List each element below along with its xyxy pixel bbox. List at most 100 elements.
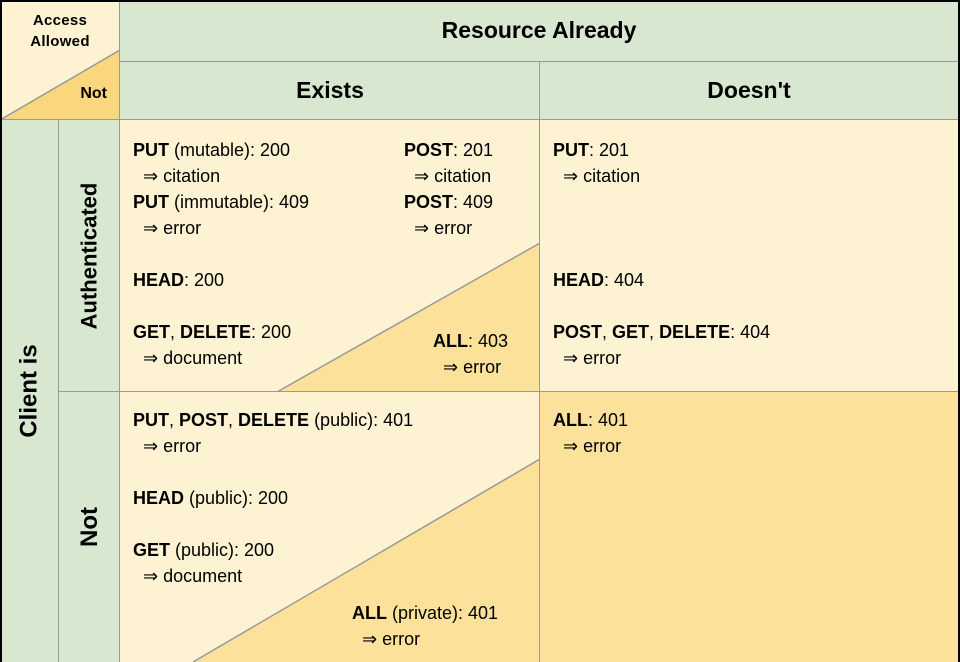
method-name: PUT [133, 192, 169, 212]
outer-border [958, 0, 960, 662]
corner-cell: Access Allowed Not [0, 0, 120, 120]
method-name: PUT [133, 140, 169, 160]
outer-border [0, 0, 960, 2]
text-line: ⇒ error [133, 433, 413, 459]
text-segment: ⇒ citation [553, 166, 641, 186]
text-line: PUT: 201 [553, 137, 770, 163]
method-name: HEAD [553, 270, 605, 290]
method-name: POST [404, 192, 454, 212]
method-name: HEAD [133, 488, 185, 508]
text-line: PUT (immutable): 409 [133, 189, 309, 215]
method-name: ALL [433, 331, 468, 351]
corner-not-label: Not [80, 85, 107, 102]
auth-exists-all-text: ALL: 403 ⇒ error [433, 328, 508, 380]
text-line: HEAD: 200 [133, 267, 309, 293]
text-segment: ⇒ error [553, 348, 622, 368]
text-line: ALL: 403 [433, 328, 508, 354]
text-segment: : 409 [453, 192, 494, 212]
text-line: ⇒ error [553, 345, 770, 371]
outer-border [0, 0, 2, 662]
text-segment: (public): 200 [184, 488, 289, 508]
text-line: ⇒ document [133, 345, 309, 371]
text-segment: ⇒ error [133, 436, 202, 456]
text-line: ⇒ error [404, 215, 493, 241]
row-label-not-text: Not [75, 507, 103, 547]
text-segment: (mutable): 200 [169, 140, 291, 160]
text-segment: (public): 401 [309, 410, 414, 430]
text-line: PUT (mutable): 200 [133, 137, 309, 163]
grid-line [58, 120, 59, 662]
text-segment: , [169, 410, 180, 430]
method-name: POST [179, 410, 229, 430]
text-segment: : 403 [468, 331, 509, 351]
header-resource-already: Resource Already [120, 0, 958, 61]
text-line: ⇒ error [133, 215, 309, 241]
cell-authenticated-doesnt [540, 120, 958, 392]
access-allowed-line1: Access [32, 12, 88, 29]
text-segment: : 404 [604, 270, 645, 290]
text-line: ⇒ citation [553, 163, 770, 189]
text-segment: ⇒ document [133, 566, 243, 586]
not-exists-all-text: ALL (private): 401 ⇒ error [352, 600, 498, 652]
header-doesnt-label: Doesn't [707, 77, 791, 103]
text-line: HEAD: 404 [553, 267, 770, 293]
row-label-client-is-text: Client is [15, 344, 43, 438]
text-line: ⇒ document [133, 563, 413, 589]
cell-not-exists [120, 392, 540, 662]
text-segment: ⇒ error [433, 357, 502, 377]
text-line: ⇒ error [352, 626, 498, 652]
method-name: POST [404, 140, 454, 160]
text-segment: : 404 [730, 322, 771, 342]
text-segment: ⇒ citation [133, 166, 221, 186]
text-line [133, 241, 309, 267]
method-name: GET [133, 322, 171, 342]
text-line [553, 293, 770, 319]
text-segment: ⇒ error [133, 218, 202, 238]
text-line: HEAD (public): 200 [133, 485, 413, 511]
text-line: ⇒ citation [404, 163, 493, 189]
header-exists-label: Exists [296, 77, 364, 103]
text-segment: (public): 200 [170, 540, 275, 560]
row-label-authenticated: Authenticated [59, 120, 120, 392]
text-segment: , [170, 322, 181, 342]
text-line [133, 511, 413, 537]
text-segment: : 200 [251, 322, 292, 342]
text-segment: : 200 [184, 270, 225, 290]
corner-diagonal [0, 49, 120, 120]
text-segment: ⇒ document [133, 348, 243, 368]
method-name: PUT [133, 410, 169, 430]
text-segment: , [228, 410, 239, 430]
text-segment: ⇒ error [352, 629, 421, 649]
text-line: GET (public): 200 [133, 537, 413, 563]
not-doesnt-text: ALL: 401 ⇒ error [553, 407, 628, 459]
text-line: ALL: 401 [553, 407, 628, 433]
method-name: GET [612, 322, 650, 342]
grid-line [539, 61, 540, 662]
text-line [553, 215, 770, 241]
header-resource-already-label: Resource Already [441, 17, 637, 43]
text-segment: : 201 [453, 140, 494, 160]
text-line [553, 189, 770, 215]
access-allowed-label: Access Allowed [0, 10, 120, 52]
method-name: POST [553, 322, 603, 342]
text-line: POST: 201 [404, 137, 493, 163]
text-line: ⇒ error [553, 433, 628, 459]
row-label-authenticated-text: Authenticated [76, 182, 102, 330]
text-segment: (immutable): 409 [169, 192, 310, 212]
text-line [133, 459, 413, 485]
text-line [553, 241, 770, 267]
method-name: GET [133, 540, 171, 560]
row-label-not: Not [59, 392, 120, 662]
header-exists: Exists [120, 61, 540, 120]
method-name: PUT [553, 140, 589, 160]
text-segment: (private): 401 [387, 603, 499, 623]
text-line: ⇒ citation [133, 163, 309, 189]
text-line: POST: 409 [404, 189, 493, 215]
method-name: ALL [352, 603, 387, 623]
cell-not-doesnt [540, 392, 958, 662]
method-name: DELETE [659, 322, 731, 342]
text-segment: ⇒ error [553, 436, 622, 456]
